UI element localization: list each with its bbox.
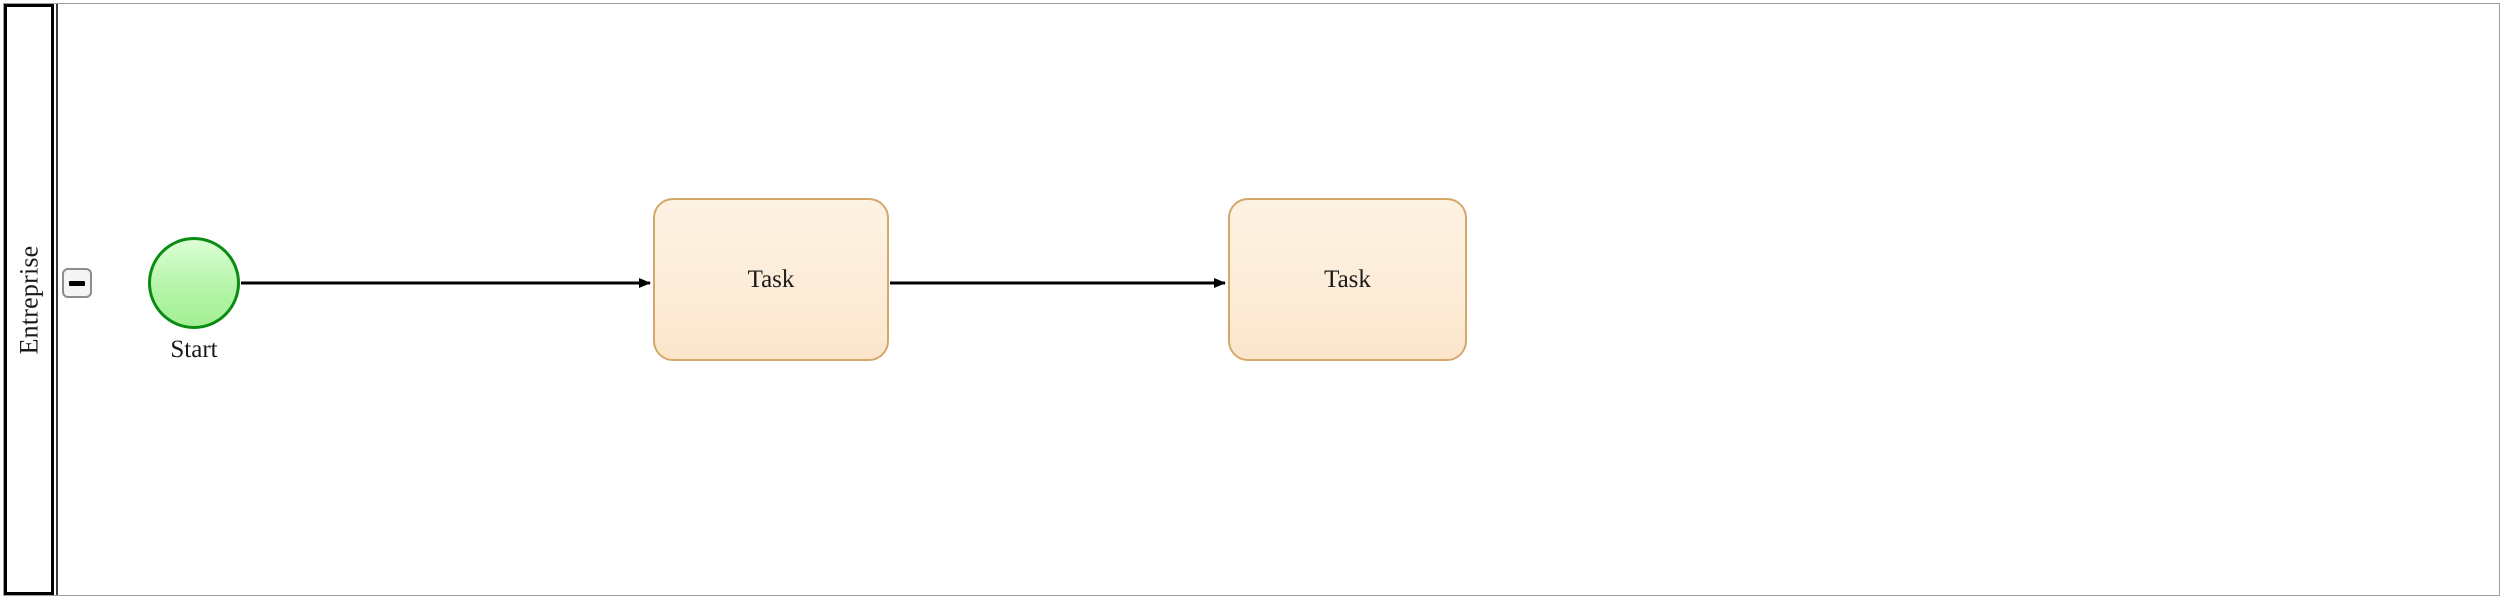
task-node-2[interactable]: Task (1228, 198, 1467, 361)
task-node-2-label: Task (1324, 265, 1371, 293)
pool-header[interactable]: Entreprise (4, 4, 54, 595)
minus-icon (69, 280, 85, 286)
start-event-node[interactable] (148, 237, 240, 329)
task-node-1-label: Task (747, 265, 795, 293)
pool-name-label: Entreprise (14, 245, 43, 354)
task-node-1[interactable]: Task (653, 198, 889, 361)
pool-collapse-button[interactable] (62, 268, 92, 298)
start-event-label: Start (170, 336, 218, 363)
